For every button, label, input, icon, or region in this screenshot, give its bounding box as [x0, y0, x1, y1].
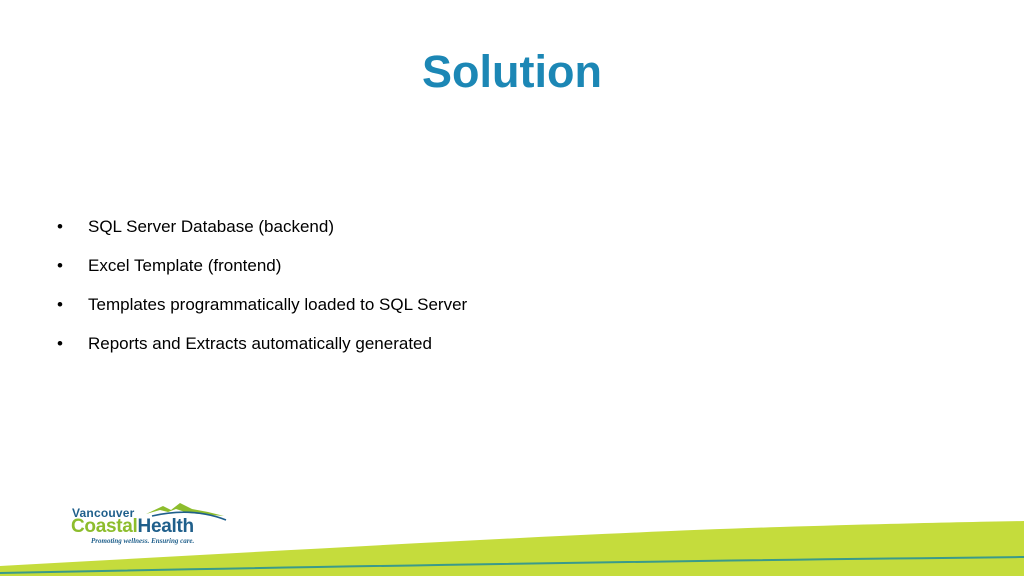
slide-title: Solution	[422, 46, 602, 97]
bullet-text: Excel Template (frontend)	[88, 256, 282, 275]
bullet-marker: •	[57, 334, 63, 353]
logo-tagline: Promoting wellness. Ensuring care.	[91, 537, 195, 545]
logo-coastal-health-text: CoastalHealth	[71, 517, 194, 537]
mountain-icon	[146, 503, 227, 521]
bullet-item: • Templates programmatically loaded to S…	[57, 294, 467, 316]
bullet-item: • SQL Server Database (backend)	[57, 216, 467, 238]
bullet-text: Reports and Extracts automatically gener…	[88, 334, 432, 353]
bullet-text: SQL Server Database (backend)	[88, 217, 334, 236]
bullet-text: Templates programmatically loaded to SQL…	[88, 295, 468, 314]
bullet-marker: •	[57, 256, 63, 275]
logo-health-word: Health	[137, 516, 195, 537]
bullet-marker: •	[57, 295, 63, 314]
bullet-list: • SQL Server Database (backend) • Excel …	[57, 216, 467, 372]
footer-wave-teal-line	[0, 556, 1024, 574]
logo-vancouver-text: Vancouver	[72, 506, 135, 520]
bullet-item: • Reports and Extracts automatically gen…	[57, 333, 467, 355]
bullet-item: • Excel Template (frontend)	[57, 255, 467, 277]
footer-wave-green	[0, 521, 1024, 576]
vancouver-coastal-health-logo: Vancouver CoastalHealth Promoting wellne…	[68, 500, 238, 548]
logo-coastal-word: Coastal	[71, 516, 138, 537]
bullet-marker: •	[57, 217, 63, 236]
